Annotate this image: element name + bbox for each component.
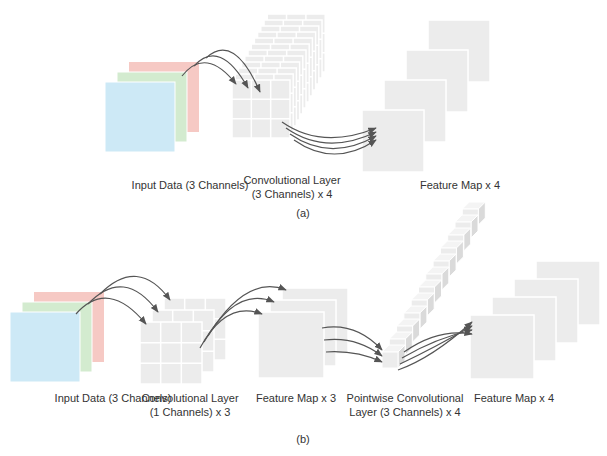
grid-line (160, 322, 162, 384)
flow-arrow (208, 287, 286, 336)
flow-arrow (404, 333, 472, 352)
flow-arrow (282, 122, 376, 138)
cube-side (405, 332, 412, 355)
cube-front (382, 352, 398, 368)
layer-sheet (362, 110, 424, 172)
flow-arrow (76, 298, 146, 324)
cube-side (427, 293, 434, 316)
cube-side (456, 241, 463, 264)
grid-line (251, 80, 253, 138)
grid-line (270, 80, 272, 138)
caption-label: Convolutional Layer (3 Channels) x 4 (239, 173, 345, 201)
flow-arrow (294, 140, 376, 154)
cube-side (413, 319, 420, 342)
flow-arrow (200, 311, 262, 348)
cube-side (478, 202, 485, 225)
cube-side (442, 267, 449, 290)
cube-side (471, 215, 478, 238)
flow-arrow (100, 276, 170, 300)
flow-arrow (322, 327, 382, 350)
layer-sheet (470, 315, 534, 379)
flow-arrow (88, 287, 158, 312)
caption-label: Convolutional Layer (1 Channels) x 3 (137, 391, 243, 419)
caption-label: (b) (283, 432, 323, 446)
flow-arrow (326, 352, 382, 362)
cube-side (420, 306, 427, 329)
cube-side (464, 228, 471, 251)
grid-line (181, 322, 183, 384)
caption-label: Feature Map x 4 (471, 391, 557, 405)
flow-arrow (286, 128, 376, 143)
flow-arrow (204, 298, 274, 342)
layer-sheet (232, 80, 290, 138)
caption-label: Pointwise Convolutional Layer (3 Channel… (341, 391, 469, 419)
blue-channel (10, 312, 80, 382)
caption-label: Feature Map x 3 (251, 391, 341, 405)
flow-arrow (402, 330, 472, 358)
flow-arrow (290, 134, 376, 149)
layer-sheet (140, 322, 202, 384)
flow-arrow (182, 63, 236, 84)
grid-line (232, 118, 290, 120)
grid-line (140, 363, 202, 365)
caption-label: (a) (283, 206, 323, 220)
cube-side (435, 280, 442, 303)
flow-arrow (398, 322, 472, 370)
layer-sheet (258, 312, 324, 378)
blue-channel (105, 82, 175, 152)
flow-arrow (194, 56, 248, 88)
caption-label: Feature Map x 4 (405, 178, 515, 192)
flow-arrow (400, 326, 472, 364)
grid-line (140, 342, 202, 344)
flow-arrow (206, 50, 260, 92)
cube-side (449, 254, 456, 277)
grid-line (232, 99, 290, 101)
